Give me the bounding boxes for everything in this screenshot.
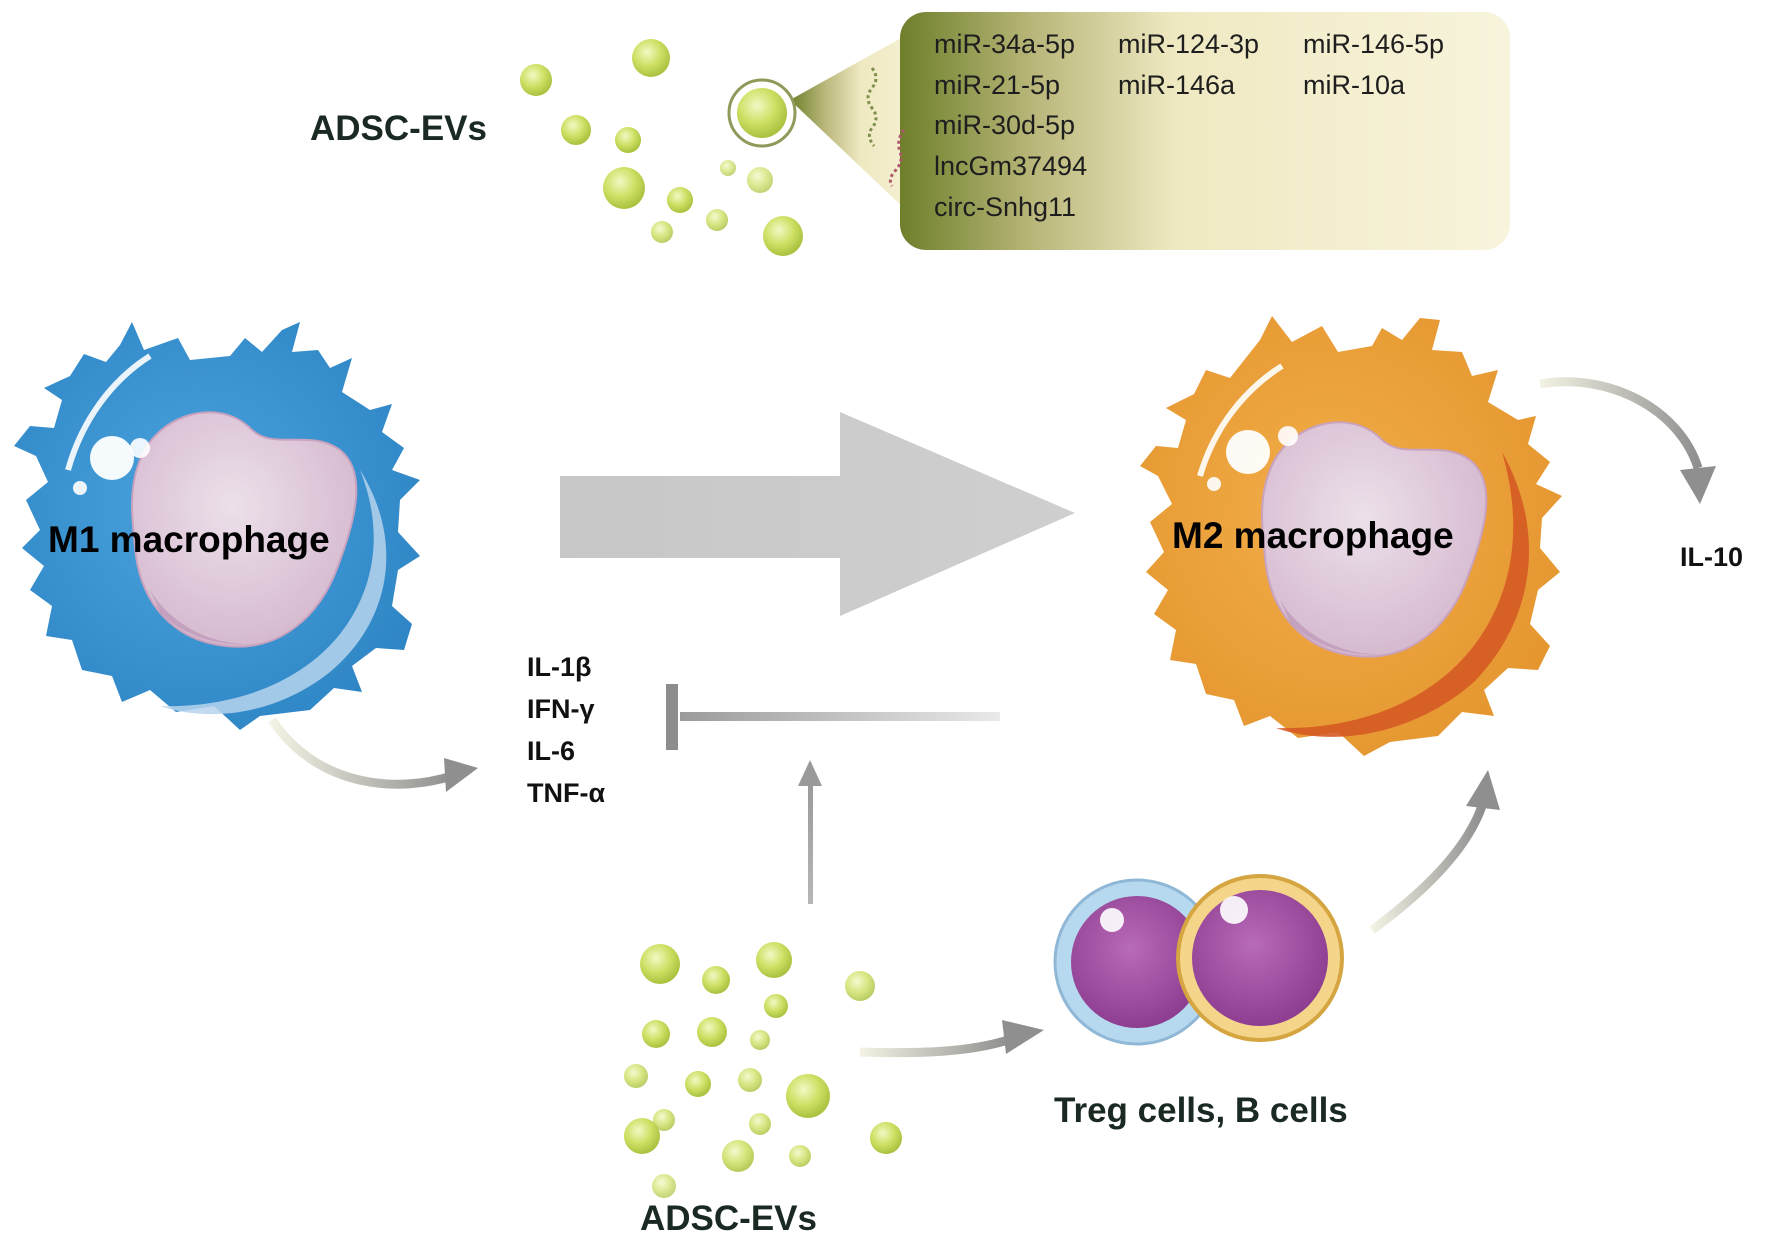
- vesicle: [624, 1118, 660, 1154]
- cargo-item: circ-Snhg11: [934, 192, 1076, 222]
- cargo-item: miR-21-5p: [934, 70, 1060, 100]
- m2-reflection: [1226, 430, 1270, 474]
- m1-nucleus: [131, 411, 358, 648]
- vesicle: [652, 1174, 676, 1198]
- vesicle: [763, 216, 803, 256]
- vesicle: [747, 167, 773, 193]
- vesicle: [706, 209, 728, 231]
- b-cell-reflection: [1220, 896, 1248, 924]
- vesicle: [520, 64, 552, 96]
- cargo-item: lncGm37494: [934, 151, 1087, 181]
- vesicle: [845, 971, 875, 1001]
- ev-to-lymphocytes-arrow: [859, 1035, 1010, 1058]
- m2-macrophage: M2 macrophage: [1140, 316, 1562, 756]
- vesicle: [653, 1109, 675, 1131]
- cargo-item: miR-146a: [1118, 70, 1236, 100]
- m1-reflection: [73, 481, 87, 495]
- cargo-item: miR-34a-5p: [934, 29, 1075, 59]
- m2-reflection: [1278, 426, 1298, 446]
- vesicle: [615, 127, 641, 153]
- bottom-ev-label: ADSC-EVs: [640, 1199, 817, 1238]
- lymphocytes-to-m2-arrowhead: [1466, 770, 1500, 810]
- cargo-callout-box: [900, 12, 1510, 250]
- ev-upward-arrow-stem: [808, 784, 813, 904]
- ev-upward-arrow-head: [798, 760, 822, 786]
- m2-nucleus: [1261, 421, 1488, 658]
- m1-reflection: [130, 438, 150, 458]
- vesicle: [720, 160, 736, 176]
- vesicle: [738, 1068, 762, 1092]
- cargo-list: miR-34a-5p miR-124-3p miR-146-5p miR-21-…: [934, 29, 1444, 222]
- inhibition-bar-stem: [680, 712, 1000, 721]
- vesicle: [640, 944, 680, 984]
- m1-secretion-arrowhead: [444, 758, 478, 792]
- cargo-item: miR-30d-5p: [934, 110, 1075, 140]
- vesicle: [624, 1064, 648, 1088]
- ev-to-lymphocytes-arrowhead: [1002, 1020, 1044, 1054]
- vesicle: [789, 1145, 811, 1167]
- m2-secretion-arrow: [1539, 377, 1703, 470]
- b-cell-nucleus: [1192, 890, 1328, 1026]
- m1-secretion-arrow: [268, 717, 454, 789]
- vesicle: [632, 39, 670, 77]
- lymphocytes-label: Treg cells, B cells: [1054, 1091, 1348, 1130]
- m1-cell-highlight: [160, 470, 387, 715]
- vesicle: [756, 942, 792, 978]
- polarization-arrow: [560, 412, 1075, 616]
- treg-cell-reflection: [1100, 908, 1124, 932]
- vesicle: [749, 1113, 771, 1135]
- bottom-ev-cluster: ADSC-EVs: [624, 942, 902, 1238]
- m2-membrane-shine: [1197, 363, 1284, 477]
- m2-reflection: [1207, 477, 1221, 491]
- highlighted-vesicle: [737, 88, 787, 138]
- vesicle: [870, 1122, 902, 1154]
- cytokine-label: IL-1β: [527, 652, 591, 682]
- vesicle: [697, 1017, 727, 1047]
- m2-nucleus-shadow: [1280, 600, 1430, 655]
- vesicle: [651, 221, 673, 243]
- vesicle: [667, 187, 693, 213]
- inhibition-bar-cap: [666, 684, 678, 750]
- vesicle: [702, 966, 730, 994]
- vesicle: [750, 1030, 770, 1050]
- cargo-item: miR-146-5p: [1303, 29, 1444, 59]
- m2-cell-highlight: [1276, 452, 1530, 737]
- m1-nucleus-shadow: [150, 590, 300, 645]
- treg-cell-nucleus: [1071, 896, 1203, 1028]
- rna-strand-icon: [866, 67, 878, 147]
- vesicle: [603, 167, 645, 209]
- m1-macrophage: M1 macrophage: [14, 322, 420, 730]
- lymphocytes-to-m2-arrow: [1369, 804, 1487, 934]
- vesicle: [786, 1074, 830, 1118]
- m1-membrane-shine: [65, 353, 152, 471]
- cytokine-label: IFN-γ: [527, 694, 595, 724]
- vesicle: [764, 994, 788, 1018]
- top-vesicles: [520, 39, 803, 256]
- anti-inflammatory-cytokine: IL-10: [1680, 542, 1743, 572]
- top-ev-label: ADSC-EVs: [310, 109, 487, 148]
- cargo-item: miR-124-3p: [1118, 29, 1259, 59]
- vesicle: [685, 1071, 711, 1097]
- m1-label: M1 macrophage: [48, 519, 330, 560]
- vesicle: [642, 1020, 670, 1048]
- lymphocytes: Treg cells, B cells: [1053, 874, 1348, 1130]
- m2-secretion-arrowhead: [1680, 466, 1716, 504]
- cargo-item: miR-10a: [1303, 70, 1406, 100]
- vesicle: [722, 1140, 754, 1172]
- pro-inflammatory-cytokines: IL-1β IFN-γ IL-6 TNF-α: [527, 652, 605, 808]
- cytokine-label: IL-6: [527, 736, 575, 766]
- top-ev-cluster: ADSC-EVs miR-34a-5p miR-124-3p: [310, 12, 1510, 256]
- m2-label: M2 macrophage: [1172, 515, 1454, 556]
- m1-reflection: [90, 436, 134, 480]
- cytokine-label: TNF-α: [527, 778, 605, 808]
- vesicle: [561, 115, 591, 145]
